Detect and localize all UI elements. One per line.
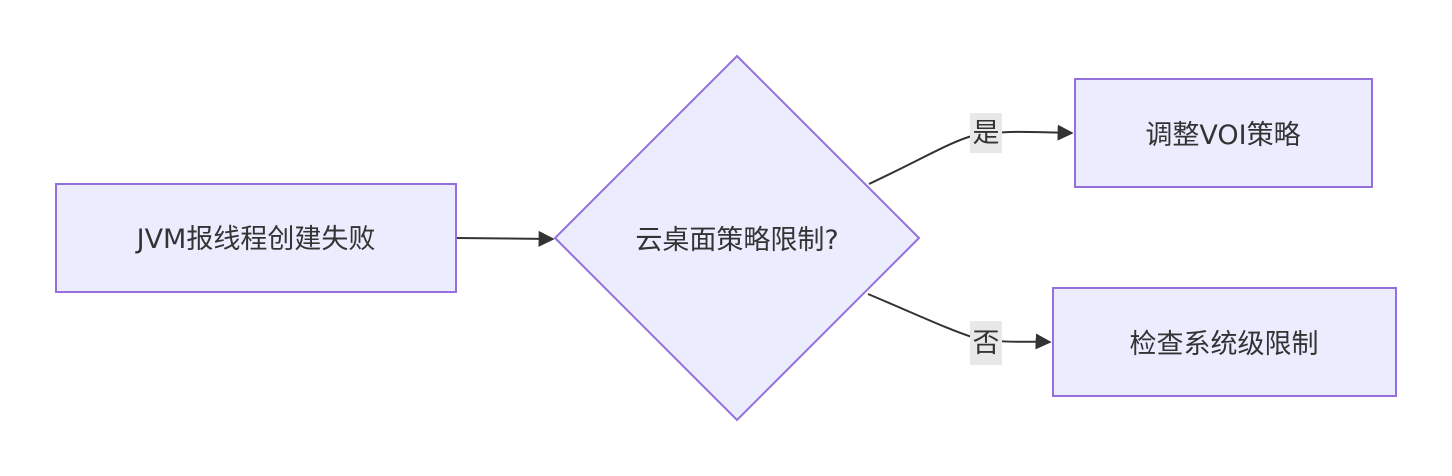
node-yes-target-label: 调整VOI策略 bbox=[1145, 120, 1300, 151]
edge-decision-to-yes: 是 bbox=[868, 113, 1074, 185]
node-decision[interactable]: 云桌面策略限制? bbox=[553, 54, 921, 422]
edge-line-decision-no bbox=[867, 293, 1052, 350]
node-start[interactable]: JVM报线程创建失败 bbox=[55, 183, 457, 293]
node-yes-target[interactable]: 调整VOI策略 bbox=[1074, 78, 1373, 188]
edge-label-background-yes bbox=[970, 113, 1002, 153]
node-decision-label: 云桌面策略限制? bbox=[635, 225, 838, 256]
edge-start-to-decision bbox=[456, 230, 555, 247]
edge-label-no: 否 bbox=[973, 328, 1000, 359]
node-start-box[interactable] bbox=[55, 183, 457, 293]
node-no-target-box[interactable] bbox=[1052, 287, 1397, 397]
edge-line-start-decision bbox=[456, 230, 555, 247]
edge-label-background-no bbox=[970, 321, 1002, 365]
edge-decision-to-no: 否 bbox=[867, 293, 1052, 365]
node-start-label: JVM报线程创建失败 bbox=[135, 224, 376, 255]
node-yes-target-box[interactable] bbox=[1074, 78, 1373, 188]
node-no-target-label: 检查系统级限制 bbox=[1130, 329, 1319, 360]
node-no-target[interactable]: 检查系统级限制 bbox=[1052, 287, 1397, 397]
node-decision-diamond[interactable] bbox=[553, 54, 921, 422]
edge-label-yes: 是 bbox=[973, 118, 1000, 149]
